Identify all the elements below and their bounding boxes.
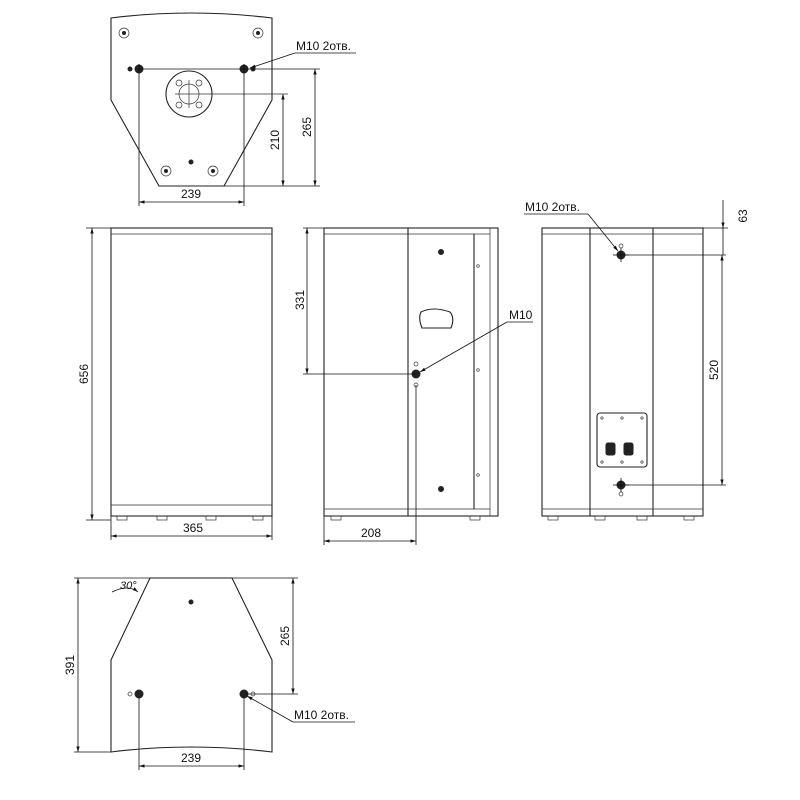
dim-391: 391 [63,655,77,675]
dim-331: 331 [293,290,307,310]
dim-63: 63 [736,209,750,223]
rear-view: 63 520 M10 2отв. [524,200,750,521]
dim-265-bottom: 265 [278,626,292,646]
mounting-hole-icon [411,361,421,388]
foot-icon [116,515,264,521]
dim-210: 210 [268,130,282,150]
woofer-flange [165,70,288,118]
dim-239-bottom: 239 [181,751,201,765]
hole-label-top: M10 2отв. [296,39,351,53]
connector-panel [596,412,648,468]
dim-265-top: 265 [300,117,314,137]
screw-icon [118,27,264,177]
mounting-hole-icon [127,689,256,699]
bottom-view: 391 265 239 30° M10 2отв. [63,577,355,770]
hole-label-rear: M10 2отв. [525,200,580,214]
foot-icon [547,515,695,521]
hole-label-side: M10 [509,308,533,322]
angle-label: 30° [120,580,137,592]
dim-208: 208 [361,526,381,540]
dim-239-top: 239 [181,187,201,201]
top-view: 239 210 265 M10 2отв. [110,12,356,206]
dim-365: 365 [183,521,203,535]
handle-icon [419,308,454,329]
hole-label-bottom: M10 2отв. [294,708,349,722]
mounting-hole-icon [613,243,629,497]
front-view: 656 365 [77,227,273,540]
dim-520: 520 [707,360,721,380]
dim-656: 656 [77,364,91,384]
side-view: 331 208 M10 [293,227,533,545]
